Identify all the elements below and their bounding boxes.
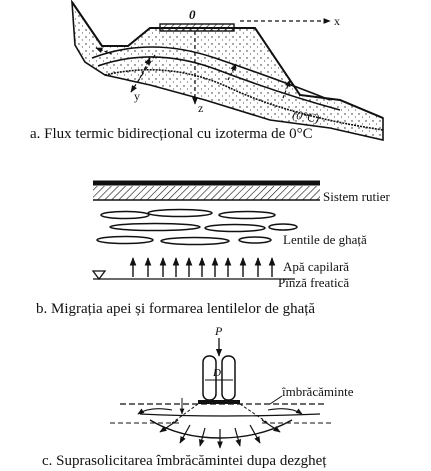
frost-band-lower — [97, 56, 341, 111]
contact-patch — [198, 400, 240, 404]
ice-lens — [160, 236, 230, 246]
wheel-right — [221, 355, 236, 401]
isotherm-label: (0°C) — [291, 107, 320, 125]
ice-lens — [96, 235, 154, 245]
ice-lens — [100, 210, 150, 220]
isotherm-0c-line — [104, 68, 384, 131]
panel-c-diagram — [110, 338, 332, 449]
origin-label: 0 — [189, 7, 196, 22]
water-flow-arrow — [249, 424, 261, 444]
panel-b-diagram — [91, 180, 320, 281]
load-label: P — [214, 324, 223, 338]
road-system-label: Sistem rutier — [323, 189, 390, 204]
panel-c-caption: c. Suprasolicitarea îmbrăcămintei dupa d… — [42, 453, 327, 469]
pavement-slab — [159, 23, 235, 32]
x-axis-label: x — [334, 14, 340, 28]
groundwater-label: Pînză freatică — [278, 275, 349, 290]
panel-a-caption: a. Flux termic bidirecțional cu izoterma… — [30, 126, 313, 142]
pavement-pointer — [269, 395, 283, 405]
ice-lens — [238, 236, 272, 244]
pavement-bottom — [139, 413, 321, 417]
water-table-marker — [91, 270, 107, 281]
lateral-flow-left — [137, 408, 173, 415]
heat-flux-arrow — [227, 63, 237, 81]
capillary-water-label: Apă capilară — [283, 259, 349, 274]
panel-a-diagram — [71, 0, 384, 142]
z-axis-label: z — [198, 101, 203, 115]
pavement-label: îmbrăcăminte — [281, 384, 354, 399]
stress-cone-right — [239, 403, 269, 424]
y-axis — [130, 54, 156, 93]
road-base-hatch — [93, 186, 320, 200]
ice-lens — [218, 210, 276, 220]
lateral-flow-right — [267, 408, 303, 415]
ice-lens — [268, 223, 298, 231]
wheel-label: D — [212, 367, 221, 379]
ice-lenses-label: Lentile de ghață — [283, 232, 367, 247]
ice-lens — [109, 222, 201, 232]
heat-flux-arrow — [95, 47, 113, 55]
water-flow-arrow — [198, 427, 206, 447]
frost-band-upper — [91, 46, 331, 101]
water-flow-arrow — [261, 419, 281, 433]
panel-b-caption: b. Migrația apei și formarea lentilelor … — [36, 301, 315, 317]
y-axis-label: y — [134, 89, 140, 103]
ice-lens — [147, 208, 213, 218]
water-flow-arrow — [234, 427, 242, 447]
water-flow-arrow — [159, 419, 179, 433]
heat-flux-arrow — [139, 57, 151, 79]
water-flow-arrow — [179, 424, 191, 444]
heat-flux-arrow — [282, 79, 291, 99]
ice-lens — [204, 223, 266, 233]
stress-cone-left — [171, 403, 199, 424]
